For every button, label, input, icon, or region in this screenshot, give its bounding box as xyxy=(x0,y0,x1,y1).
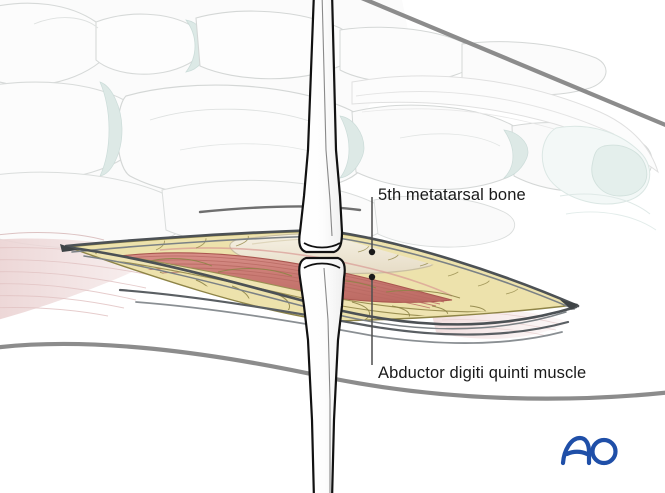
label-abductor-digiti-quinti-muscle: Abductor digiti quinti muscle xyxy=(378,364,587,382)
upper-retractor xyxy=(298,0,344,254)
ao-foundation-logo xyxy=(560,435,618,466)
label-fifth-metatarsal-bone: 5th metatarsal bone xyxy=(378,186,526,204)
ghosted-fifth-metatarsal xyxy=(351,75,659,231)
leader-lines xyxy=(368,197,376,365)
lower-retractor xyxy=(298,256,346,493)
